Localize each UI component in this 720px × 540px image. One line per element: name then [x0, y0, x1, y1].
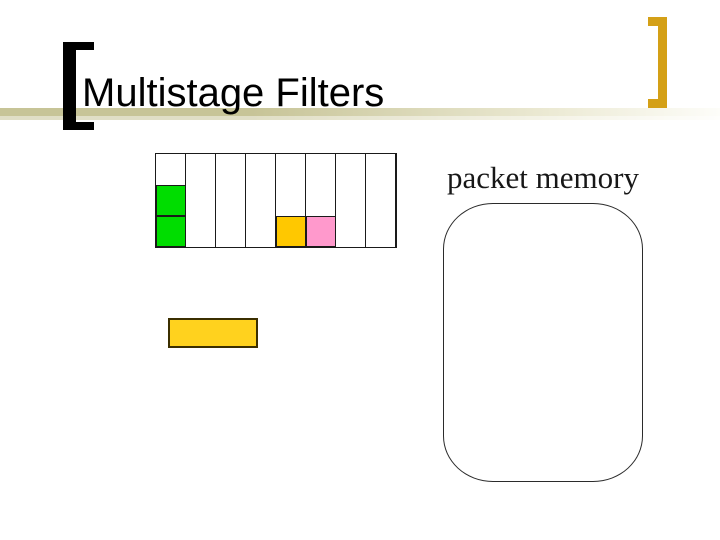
- grid-column: [276, 154, 306, 247]
- right-bracket-decoration: [648, 17, 667, 108]
- counter-cell-yellow: [276, 216, 306, 247]
- title-accent-band: [0, 108, 720, 120]
- left-bracket-decoration: [63, 42, 94, 130]
- counter-cell-green: [156, 185, 186, 216]
- title-accent-band-fade: [0, 115, 720, 120]
- grid-column: [336, 154, 366, 247]
- packet-memory-box: [443, 203, 643, 482]
- counter-grid: [155, 153, 397, 248]
- grid-column: [186, 154, 216, 247]
- grid-column: [306, 154, 336, 247]
- packet-memory-label: packet memory: [447, 160, 639, 195]
- grid-column: [366, 154, 396, 247]
- grid-column: [246, 154, 276, 247]
- counter-cell-green: [156, 216, 186, 247]
- slide-title: Multistage Filters: [82, 71, 385, 115]
- grid-column: [216, 154, 246, 247]
- counter-cell-pink: [306, 216, 336, 247]
- packet-bar: [168, 318, 258, 348]
